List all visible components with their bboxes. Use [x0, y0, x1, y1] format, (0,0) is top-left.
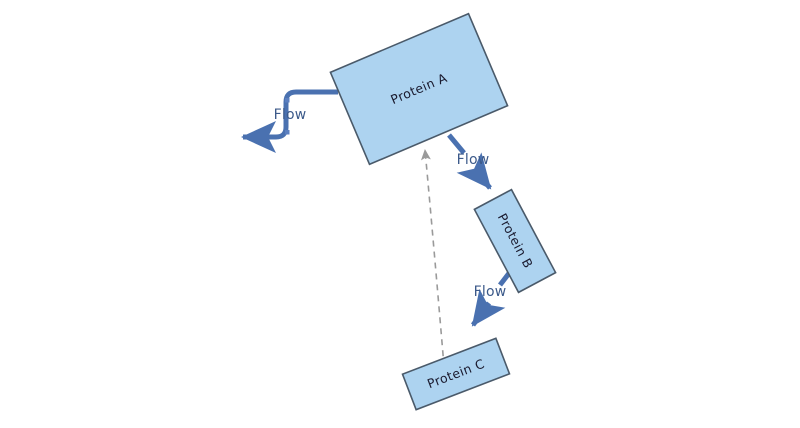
edge-protein-a-outflow[interactable] — [240, 89, 338, 154]
flow-arrow-a-b-lower — [456, 152, 492, 190]
node-protein-a-shape — [329, 12, 509, 166]
node-protein-c-shape — [401, 337, 511, 411]
edge-protein-a-to-protein-b[interactable] — [447, 133, 492, 190]
node-protein-b-shape — [473, 188, 557, 294]
node-protein-b[interactable]: Protein B — [473, 188, 557, 294]
node-protein-a[interactable]: Protein A — [329, 12, 509, 166]
edge-label-group-outflow[interactable]: Flow — [274, 98, 307, 135]
edge-label-group-b-c[interactable]: Flow — [474, 284, 507, 300]
connector-handle-icon[interactable] — [285, 130, 290, 135]
flow-arrow-b-c-lower — [470, 288, 506, 327]
dashed-connector-line — [420, 149, 446, 379]
edge-label-group-a-b[interactable]: Flow — [457, 152, 490, 168]
edge-label-outflow: Flow — [274, 107, 307, 123]
edge-protein-c-to-protein-a[interactable] — [420, 149, 446, 379]
edge-label-b-c: Flow — [474, 284, 507, 300]
node-protein-c[interactable]: Protein C — [401, 337, 511, 411]
connector-handle-icon[interactable] — [285, 98, 290, 103]
edge-label-a-b: Flow — [457, 152, 490, 168]
flow-arrow-a-b-upper — [447, 133, 466, 155]
flow-arrow-outward — [240, 89, 338, 154]
